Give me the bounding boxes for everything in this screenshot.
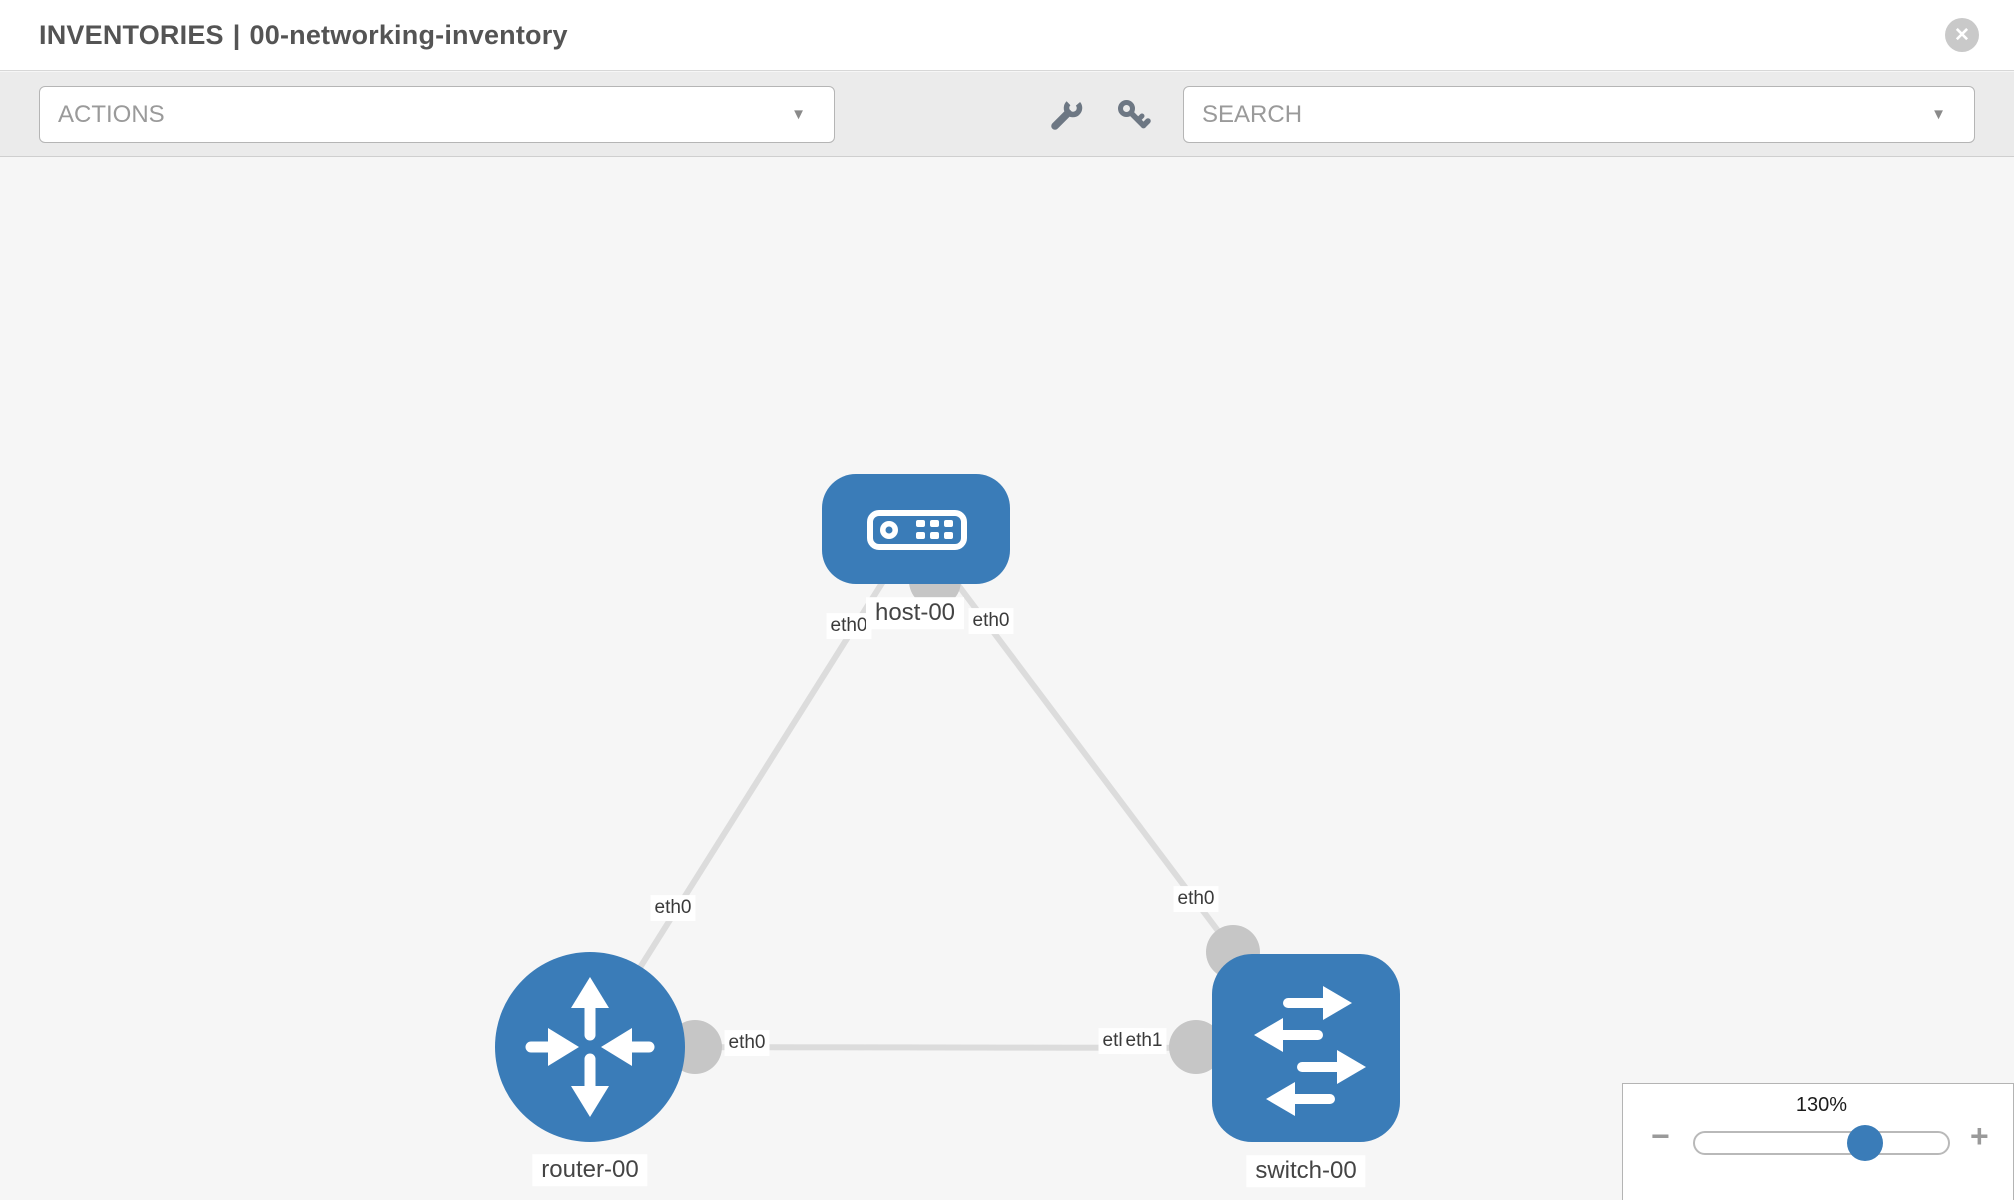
search-dropdown[interactable]: SEARCH ▼ [1183, 86, 1975, 143]
title-separator: | [232, 20, 241, 50]
interface-label: eth0 [724, 1030, 770, 1056]
title-inventory-name: 00-networking-inventory [249, 20, 568, 50]
interface-label: eth0 [826, 613, 872, 639]
zoom-out-button[interactable]: − [1651, 1120, 1670, 1152]
interface-label: eth0 [1173, 886, 1219, 912]
zoom-control-panel: 130% − + [1622, 1083, 2014, 1200]
actions-dropdown[interactable]: ACTIONS ▼ [39, 86, 835, 143]
node-label-switch: switch-00 [1246, 1155, 1366, 1187]
router-node[interactable] [495, 952, 685, 1142]
toolbar: ACTIONS ▼ SEARCH ▼ [0, 72, 2014, 157]
interface-label: eth0 [968, 608, 1014, 634]
header-bar: INVENTORIES | 00-networking-inventory ✕ [0, 0, 2014, 71]
zoom-slider-handle[interactable] [1847, 1125, 1883, 1161]
topology-svg [495, 474, 1400, 1142]
minus-icon: − [1651, 1118, 1670, 1154]
title-section: INVENTORIES [39, 20, 224, 50]
zoom-in-button[interactable]: + [1970, 1120, 1989, 1152]
topology-canvas: eth0 eth0 eth0 eth0 eth0 eth0 eth1 host-… [0, 157, 2014, 1200]
search-dropdown-label: SEARCH [1202, 100, 1303, 128]
interface-label: eth0 [650, 895, 696, 921]
interface-dot-switch-left[interactable] [1169, 1020, 1223, 1074]
key-icon[interactable] [1115, 97, 1151, 133]
node-label-host: host-00 [865, 597, 965, 629]
switch-node[interactable] [1212, 954, 1400, 1142]
actions-dropdown-label: ACTIONS [58, 100, 165, 128]
node-label-router: router-00 [532, 1154, 648, 1186]
router-icon [525, 977, 655, 1117]
host-icon [867, 510, 967, 550]
close-icon: ✕ [1954, 24, 1970, 46]
host-node[interactable] [822, 474, 1010, 584]
close-button[interactable]: ✕ [1945, 18, 1979, 52]
chevron-down-icon: ▼ [791, 106, 806, 123]
page-title: INVENTORIES | 00-networking-inventory [39, 0, 577, 71]
zoom-level-value: 130% [1795, 1094, 1848, 1116]
switch-icon [1254, 986, 1366, 1116]
wrench-icon[interactable] [1048, 97, 1084, 133]
zoom-slider-track[interactable] [1693, 1131, 1950, 1155]
plus-icon: + [1970, 1118, 1989, 1154]
chevron-down-icon: ▼ [1931, 106, 1946, 123]
interface-label: eth1 [1121, 1028, 1167, 1054]
